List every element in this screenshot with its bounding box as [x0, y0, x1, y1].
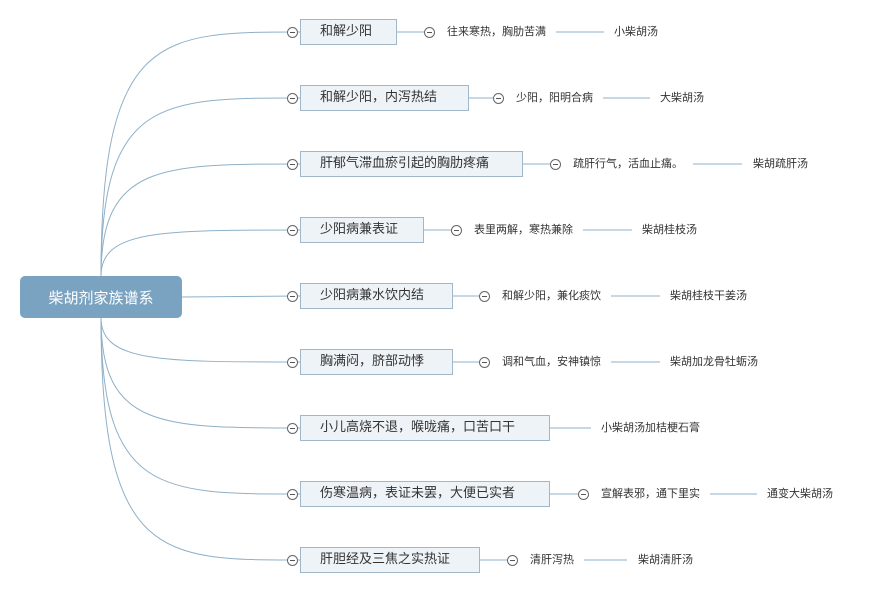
topic-node[interactable]: 胸满闷，脐部动悸 [300, 349, 453, 375]
branch-connector [100, 317, 301, 363]
topic-node[interactable]: 和解少阳，内泻热结 [300, 85, 469, 111]
topic-node[interactable]: 和解少阳 [300, 19, 397, 45]
formula-label[interactable]: 大柴胡汤 [660, 91, 704, 104]
root-topic[interactable]: 柴胡剂家族谱系 [20, 276, 182, 318]
branch-connector [181, 295, 301, 298]
formula-label[interactable]: 小柴胡汤 [614, 25, 658, 38]
topic-node[interactable]: 少阳病兼水饮内结 [300, 283, 453, 309]
method-label[interactable]: 表里两解，寒热兼除 [474, 223, 573, 236]
branch-connector [100, 317, 301, 495]
collapse-toggle-icon[interactable] [287, 159, 298, 170]
collapse-toggle-icon[interactable] [287, 27, 298, 38]
method-label[interactable]: 调和气血，安神镇惊 [502, 355, 601, 368]
formula-label[interactable]: 小柴胡汤加桔梗石膏 [601, 421, 700, 434]
method-label[interactable]: 疏肝行气，活血止痛。 [573, 157, 683, 170]
collapse-toggle-icon[interactable] [287, 555, 298, 566]
topic-label: 少阳病兼水饮内结 [320, 288, 425, 303]
formula-label[interactable]: 柴胡疏肝汤 [753, 157, 808, 170]
collapse-toggle-icon[interactable] [479, 291, 490, 302]
method-label[interactable]: 少阳，阳明合病 [516, 91, 593, 104]
topic-label: 肝郁气滞血瘀引起的胸肋疼痛 [320, 156, 490, 171]
collapse-toggle-icon[interactable] [550, 159, 561, 170]
topic-node[interactable]: 肝郁气滞血瘀引起的胸肋疼痛 [300, 151, 523, 177]
formula-label[interactable]: 柴胡桂枝干姜汤 [670, 289, 747, 302]
collapse-toggle-icon[interactable] [287, 489, 298, 500]
collapse-toggle-icon[interactable] [451, 225, 462, 236]
formula-label[interactable]: 柴胡桂枝汤 [642, 223, 697, 236]
collapse-toggle-icon[interactable] [479, 357, 490, 368]
topic-node[interactable]: 肝胆经及三焦之实热证 [300, 547, 480, 573]
collapse-toggle-icon[interactable] [578, 489, 589, 500]
collapse-toggle-icon[interactable] [287, 93, 298, 104]
topic-node[interactable]: 小儿高烧不退，喉咙痛，口苦口干 [300, 415, 550, 441]
branch-connector [100, 163, 301, 277]
formula-label[interactable]: 柴胡加龙骨牡蛎汤 [670, 355, 758, 368]
method-label[interactable]: 清肝泻热 [530, 553, 574, 566]
collapse-toggle-icon[interactable] [287, 291, 298, 302]
method-label[interactable]: 往来寒热，胸肋苦满 [447, 25, 546, 38]
branch-connector [100, 31, 301, 277]
branch-connector [100, 229, 301, 277]
branch-connector [100, 317, 301, 429]
topic-label: 小儿高烧不退，喉咙痛，口苦口干 [320, 420, 516, 435]
topic-label: 少阳病兼表证 [320, 222, 399, 237]
method-label[interactable]: 和解少阳，兼化痰饮 [502, 289, 601, 302]
collapse-toggle-icon[interactable] [493, 93, 504, 104]
collapse-toggle-icon[interactable] [287, 423, 298, 434]
topic-label: 肝胆经及三焦之实热证 [320, 552, 451, 567]
topic-node[interactable]: 伤寒温病，表证未罢，大便已实者 [300, 481, 550, 507]
formula-label[interactable]: 柴胡清肝汤 [638, 553, 693, 566]
branch-connector [100, 97, 301, 277]
method-label[interactable]: 宣解表邪，通下里实 [601, 487, 700, 500]
topic-label: 和解少阳，内泻热结 [320, 90, 438, 105]
collapse-toggle-icon[interactable] [424, 27, 435, 38]
topic-label: 胸满闷，脐部动悸 [320, 354, 425, 369]
collapse-toggle-icon[interactable] [287, 357, 298, 368]
topic-label: 和解少阳 [320, 24, 373, 39]
branch-connector [100, 317, 301, 561]
topic-node[interactable]: 少阳病兼表证 [300, 217, 424, 243]
topic-label: 伤寒温病，表证未罢，大便已实者 [320, 486, 516, 501]
formula-label[interactable]: 通变大柴胡汤 [767, 487, 833, 500]
collapse-toggle-icon[interactable] [287, 225, 298, 236]
collapse-toggle-icon[interactable] [507, 555, 518, 566]
